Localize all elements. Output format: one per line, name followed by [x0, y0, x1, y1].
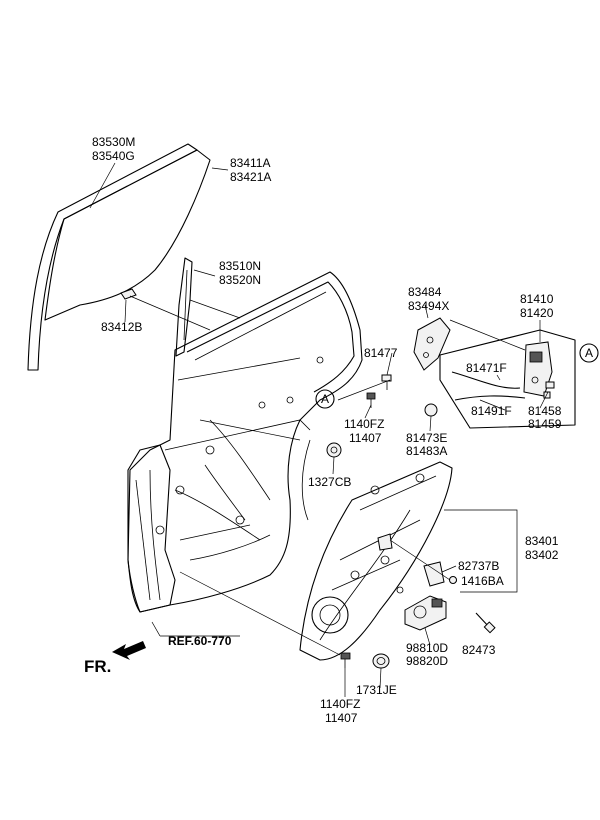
latch-actuator-parts: [543, 381, 555, 399]
label-channel-1: 83510N: [219, 259, 261, 273]
label-latch-1: 81410: [520, 292, 554, 306]
screw-1140fz-bottom: [340, 652, 351, 668]
label-latch-2: 81420: [520, 306, 554, 320]
callout-a-label: A: [585, 346, 593, 360]
plug-1731je: [372, 653, 390, 669]
nut-1327cb: [326, 442, 342, 458]
label-screw-bottom-2: 11407: [325, 711, 358, 725]
glass-clip: [120, 288, 137, 300]
regulator-motor: [404, 595, 447, 631]
door-outer-skin: [127, 444, 176, 613]
label-handle-1: 83484: [408, 285, 442, 299]
label-actuator-1: 81458: [528, 404, 562, 418]
label-bolt-81477: 81477: [364, 346, 398, 360]
label-run-2: 83421A: [230, 170, 271, 184]
label-clip: 83412B: [101, 320, 142, 334]
label-grommet-2: 81483A: [406, 444, 447, 458]
label-glass-2: 83540G: [92, 149, 135, 163]
outside-handle: [413, 317, 451, 371]
label-cable-2: 81491F: [471, 404, 512, 418]
label-motor-2: 98820D: [406, 654, 448, 668]
label-cable-1: 81471F: [466, 361, 507, 375]
label-screw-top-2: 11407: [349, 431, 382, 445]
leader-lines: [89, 162, 549, 697]
label-nut: 1327CB: [308, 475, 351, 489]
door-glass: [27, 143, 211, 371]
grommet-81473e: [424, 403, 438, 417]
callout-a-right: A: [579, 343, 599, 363]
glass-run-channel: [175, 257, 193, 357]
label-channel-2: 83520N: [219, 273, 261, 287]
screw-1140fz-top: [366, 392, 376, 408]
latch-cable: [451, 371, 526, 401]
door-frame: [127, 271, 363, 613]
window-regulator: [299, 461, 453, 661]
callout-a-left: A: [315, 389, 335, 409]
front-label: FR.: [84, 657, 111, 676]
label-motor-1: 98810D: [406, 641, 448, 655]
reference-label: REF.60-770: [168, 634, 232, 648]
label-handle-2: 83494X: [408, 299, 449, 313]
label-clamp: 82737B: [458, 559, 499, 573]
front-arrow: [112, 641, 146, 660]
label-run-1: 83411A: [230, 156, 270, 170]
label-bolt-1416: 1416BA: [461, 574, 504, 588]
label-screw-top-1: 1140FZ: [344, 417, 384, 431]
bolt-82473: [475, 612, 496, 634]
label-regulator-1: 83401: [525, 534, 559, 548]
label-grommet-1: 81473E: [406, 431, 447, 445]
assembly-lines: [129, 295, 526, 656]
label-bolt-82473: 82473: [462, 643, 496, 657]
label-screw-bottom-1: 1140FZ: [320, 697, 360, 711]
clamp-82737b: [423, 561, 445, 587]
label-glass-1: 83530M: [92, 135, 135, 149]
label-actuator-2: 81459: [528, 417, 562, 431]
label-plug: 1731JE: [356, 683, 397, 697]
label-regulator-2: 83402: [525, 548, 559, 562]
bolt-1416ba: [449, 576, 457, 584]
callout-a-label: A: [321, 392, 329, 406]
